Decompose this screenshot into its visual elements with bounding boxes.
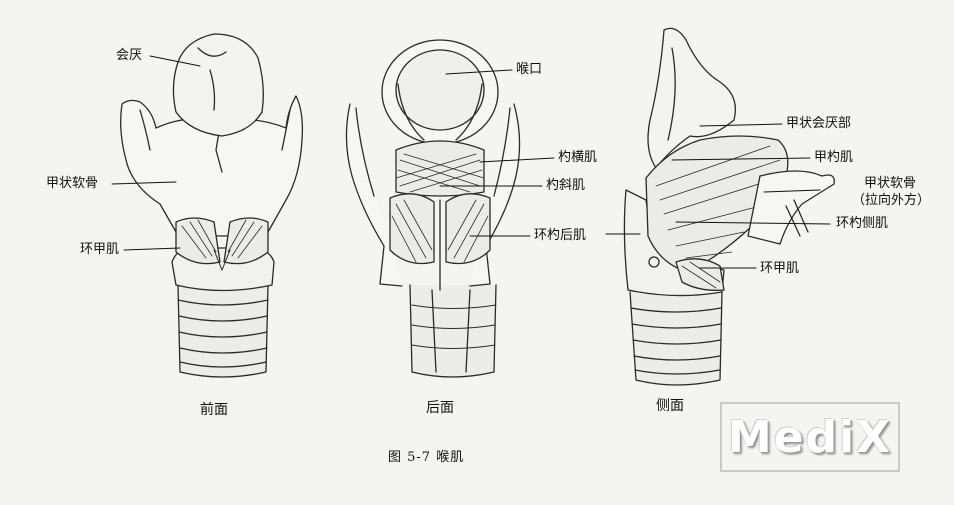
leader-thyroepiglottic — [699, 123, 783, 127]
leader-epiglottis — [149, 55, 201, 67]
label-front-thyroid-cartilage: 甲状软骨 — [46, 176, 99, 191]
leader-front-thyroid — [111, 181, 177, 185]
label-transverse-arytenoid: 杓横肌 — [558, 150, 598, 165]
label-front-cricothyroid: 环甲肌 — [80, 242, 120, 257]
back-view-drawing — [345, 39, 521, 378]
label-side-thyroid-cartilage-note: （拉向外方） — [852, 193, 931, 208]
label-epiglottis: 会厌 — [116, 48, 143, 63]
figure-caption: 图 5-7 喉肌 — [388, 450, 465, 465]
leader-thyroarytenoid — [671, 157, 811, 161]
label-side-thyroid-cartilage: 甲状软骨 — [864, 176, 917, 191]
leader-laryngeal-inlet — [445, 69, 513, 75]
title-side-view: 侧面 — [656, 398, 684, 414]
front-view-drawing — [120, 33, 304, 378]
label-thyroarytenoid: 甲杓肌 — [814, 150, 854, 165]
label-posterior-cricoarytenoid: 环杓后肌 — [534, 228, 587, 243]
side-view-drawing — [623, 27, 835, 386]
leader-transverse-arytenoid — [479, 157, 555, 163]
label-thyroepiglottic: 甲状会厌部 — [786, 116, 852, 131]
leader-front-cricothyroid — [123, 247, 181, 251]
label-oblique-arytenoid: 杓斜肌 — [546, 178, 586, 193]
label-lateral-cricoarytenoid: 环杓侧肌 — [836, 216, 889, 231]
title-front-view: 前面 — [200, 402, 228, 418]
leader-side-thyroid — [763, 189, 821, 193]
label-side-cricothyroid: 环甲肌 — [760, 261, 800, 276]
label-laryngeal-inlet: 喉口 — [516, 62, 543, 77]
title-back-view: 后面 — [426, 400, 454, 416]
leader-lateral-cricoarytenoid — [675, 221, 831, 225]
watermark-logo: MediX — [720, 402, 900, 472]
leader-lines — [111, 55, 831, 269]
